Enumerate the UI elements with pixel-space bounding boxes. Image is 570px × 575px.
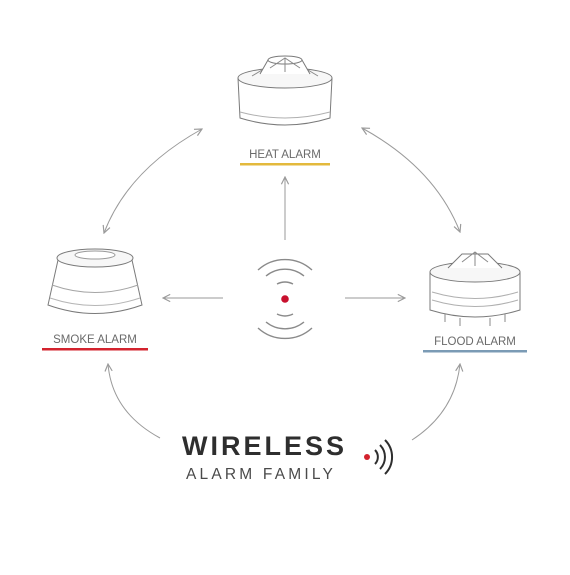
arrow-smoke-heat <box>104 129 202 233</box>
arrow-logo-flood <box>411 364 460 441</box>
signal-center-dot <box>281 295 289 303</box>
heat-alarm-underline <box>240 163 330 166</box>
flood-alarm-underline <box>423 350 527 353</box>
flood-alarm-label-group: FLOOD ALARM <box>423 336 527 353</box>
flood-alarm-label: FLOOD ALARM <box>434 336 516 348</box>
heat-alarm-label: HEAT ALARM <box>249 149 321 161</box>
brand-subtitle: ALARM FAMILY <box>186 466 336 483</box>
arrow-logo-smoke <box>108 364 161 439</box>
flood-alarm-icon <box>429 251 521 326</box>
brand-title: WIRELESS <box>182 431 347 461</box>
brand-signal-icon <box>374 439 394 475</box>
smoke-alarm-icon <box>47 248 143 314</box>
wireless-signal-icon <box>257 258 313 340</box>
brand-logo: WIRELESS ALARM FAMILY <box>182 431 394 483</box>
heat-alarm-label-group: HEAT ALARM <box>240 149 330 166</box>
smoke-alarm-underline <box>42 348 148 351</box>
heat-alarm-icon <box>237 55 333 126</box>
smoke-alarm-label-group: SMOKE ALARM <box>42 334 148 351</box>
smoke-alarm-label: SMOKE ALARM <box>53 334 137 346</box>
arrow-heat-flood <box>362 128 460 232</box>
brand-dot <box>364 454 370 460</box>
